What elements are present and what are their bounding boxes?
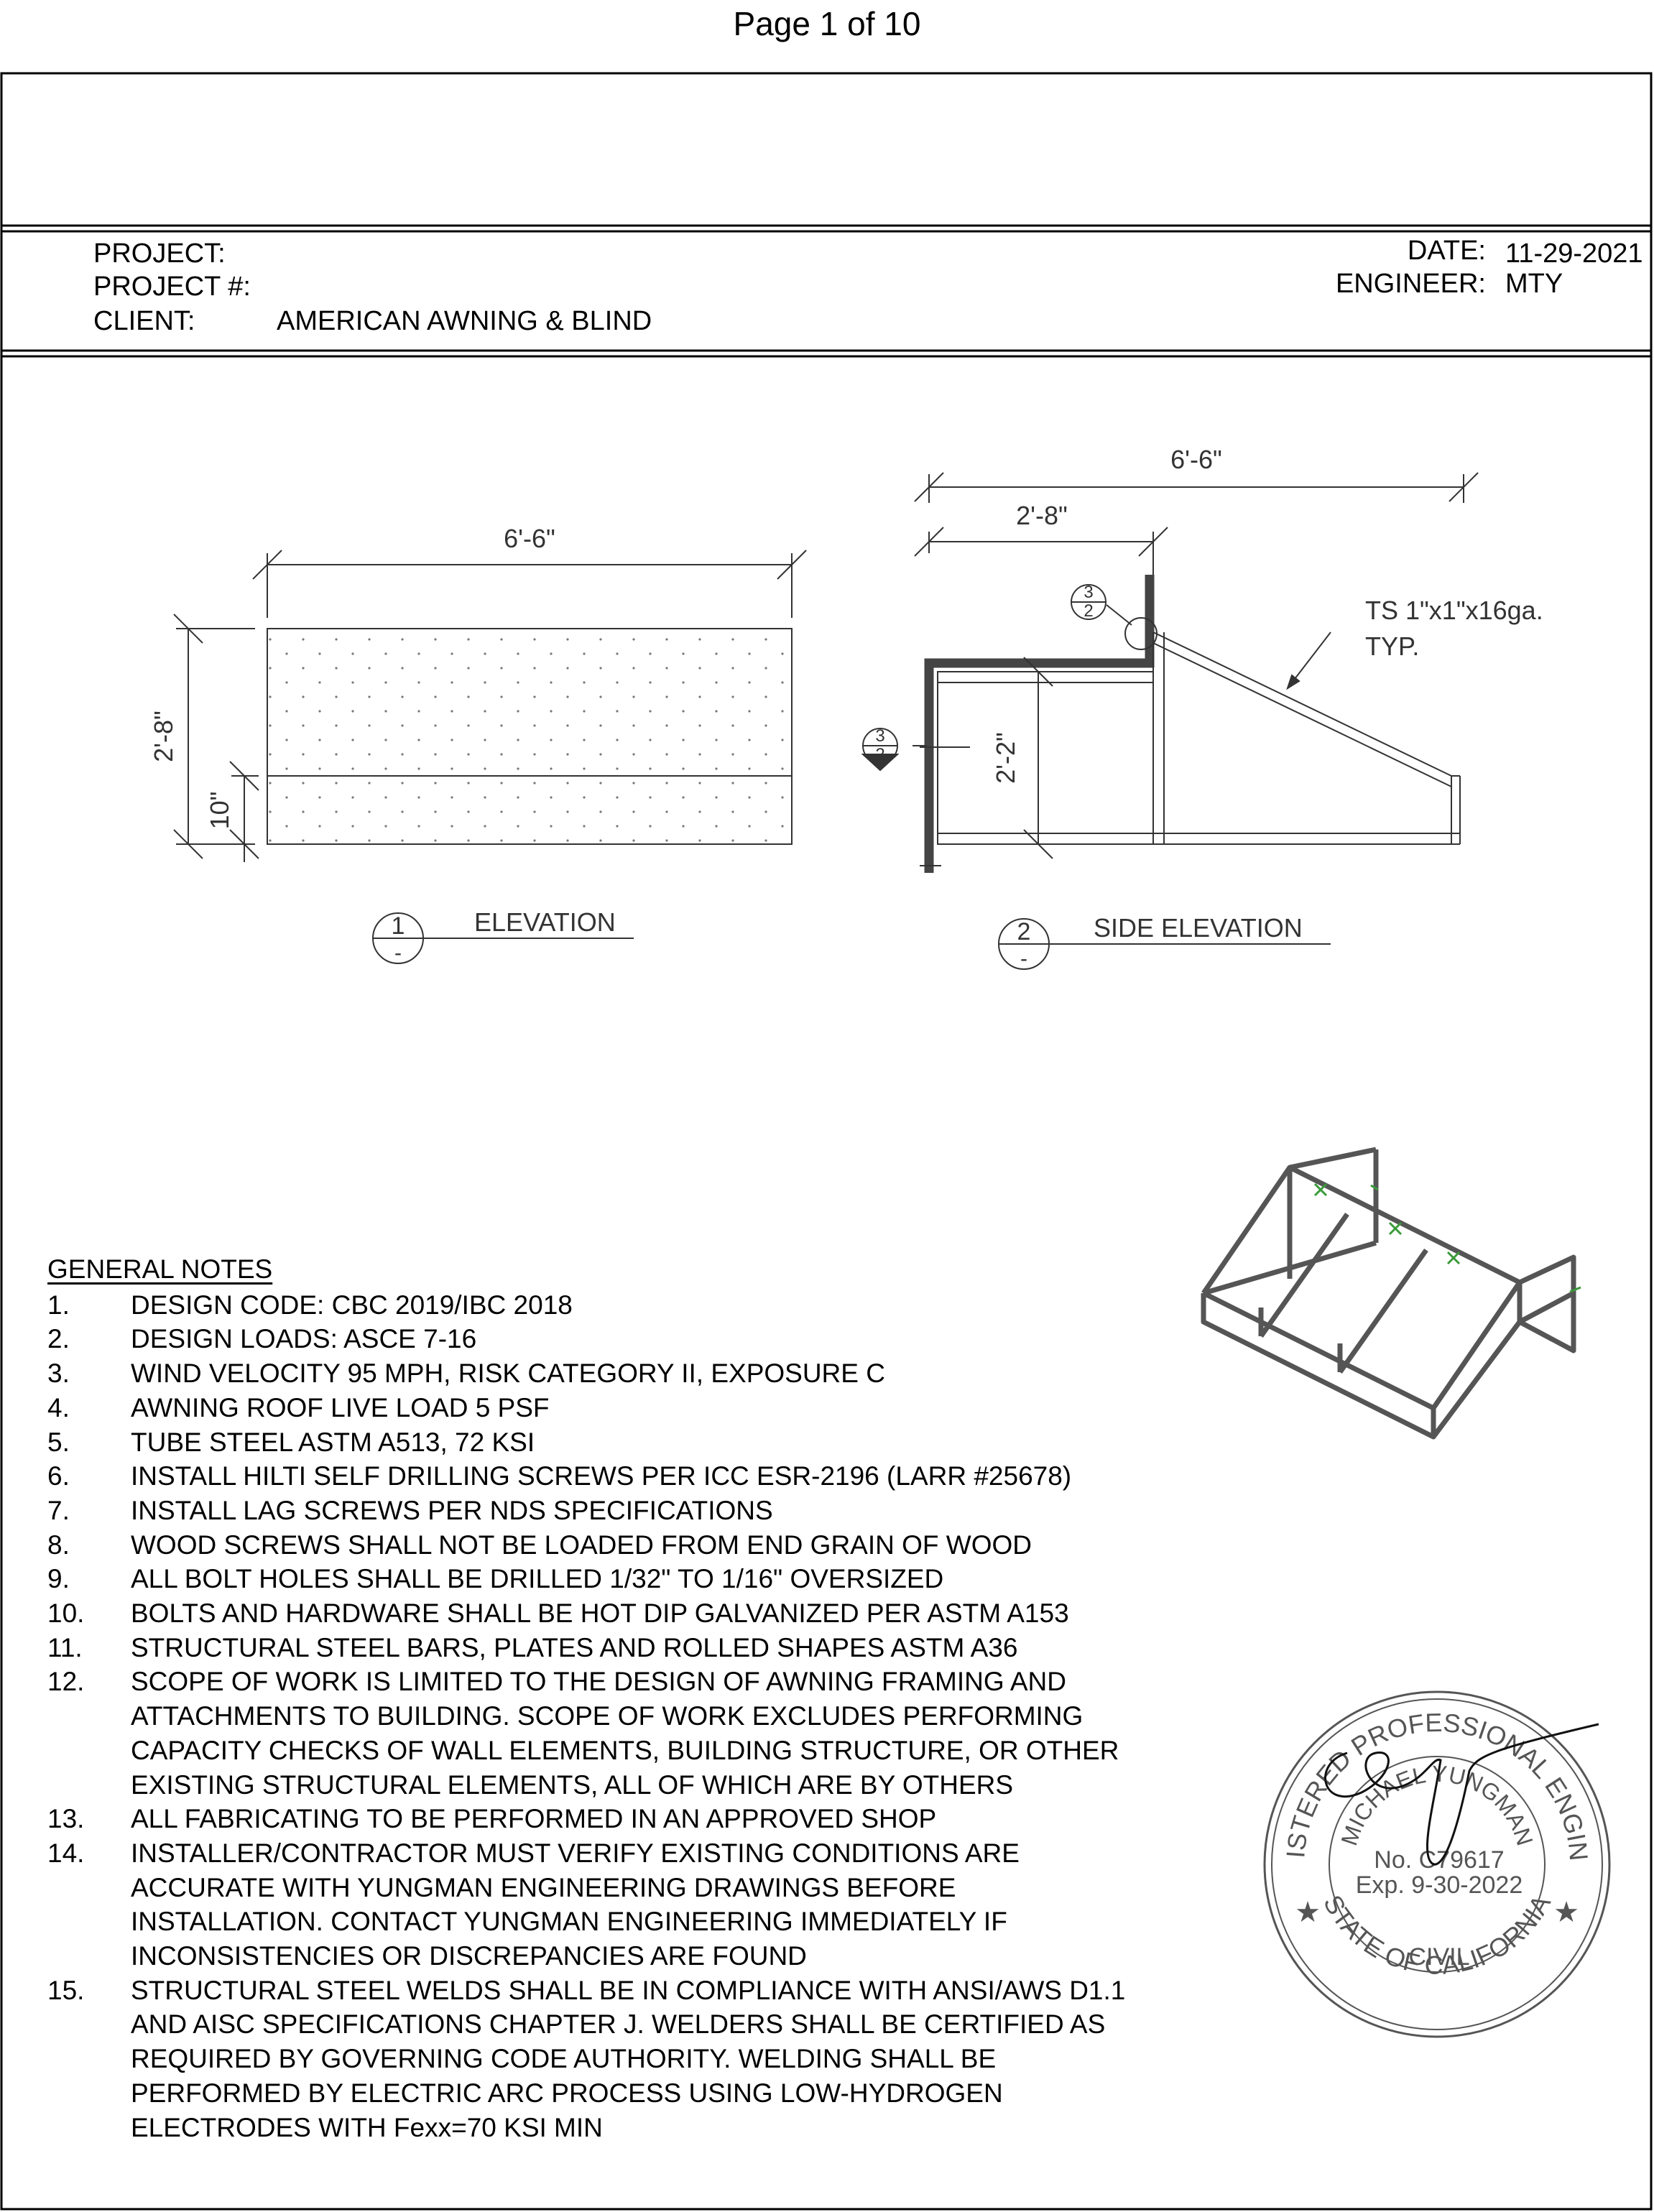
general-note-number: 10. [47,1598,85,1628]
engineer-seal: REGISTERED PROFESSIONAL ENGINEER STATE O… [1254,1685,1611,2038]
date-value: 11-29-2021 [1505,239,1643,269]
seal-star-right-icon: ★ [1553,1897,1579,1928]
side-elevation-title: SIDE ELEVATION [1094,913,1303,943]
general-note-text: ALL BOLT HOLES SHALL BE DRILLED 1/32" TO… [131,1564,944,1594]
elevation-drawings: 6'-6" 2'-8" 10" 1 - ELEVATION [149,445,1543,971]
general-note-text: ALL FABRICATING TO BE PERFORMED IN AN AP… [131,1804,937,1834]
side-overall-dim: 6'-6" [1170,445,1222,474]
elevation-height-dim: 2'-8" [149,711,178,762]
general-note-number: 11. [47,1632,83,1662]
general-note-text: BOLTS AND HARDWARE SHALL BE HOT DIP GALV… [131,1598,1069,1628]
project-number-label: PROJECT #: [93,272,251,302]
seal-expiration: Exp. 9-30-2022 [1356,1871,1523,1899]
general-note-number: 5. [47,1427,70,1457]
weld-symbol-top-number: 3 [1084,583,1093,602]
general-note-number: 4. [47,1392,70,1422]
general-note-number: 1. [47,1290,70,1320]
general-note-text: INSTALL LAG SCREWS PER NDS SPECIFICATION… [131,1495,773,1525]
seal-star-left-icon: ★ [1295,1897,1321,1928]
general-note-text: INSTALLATION. CONTACT YUNGMAN ENGINEERIN… [131,1907,1007,1937]
weld-symbol-side-size: 2 [875,745,884,764]
general-note-number: 3. [47,1359,70,1389]
seal-engineer-name: MICHAEL YUNGMAN [1336,1761,1538,1848]
general-note-text: ATTACHMENTS TO BUILDING. SCOPE OF WORK E… [131,1701,1084,1731]
client-label: CLIENT: [93,306,195,336]
general-note-text: INSTALLER/CONTRACTOR MUST VERIFY EXISTIN… [131,1838,1020,1868]
member-note-line1: TS 1"x1"x16ga. [1365,596,1543,625]
engineer-value: MTY [1505,269,1563,299]
general-note-text: DESIGN CODE: CBC 2019/IBC 2018 [131,1290,573,1320]
general-note-text: REQUIRED BY GOVERNING CODE AUTHORITY. WE… [131,2044,997,2074]
general-note-text: DESIGN LOADS: ASCE 7-16 [131,1324,477,1354]
elevation-callout-number: 1 [392,912,405,940]
general-note-number: 2. [47,1324,70,1354]
general-note-text: AND AISC SPECIFICATIONS CHAPTER J. WELDE… [131,2009,1106,2040]
weld-symbol-side-number: 3 [875,726,884,746]
general-note-text: INSTALL HILTI SELF DRILLING SCREWS PER I… [131,1461,1072,1491]
page-label: Page 1 of 10 [733,5,921,42]
general-notes-title: GENERAL NOTES [47,1254,273,1284]
elevation-view [173,550,807,862]
elevation-valance-dim: 10" [205,792,234,830]
elevation-width-dim: 6'-6" [504,524,555,553]
seal-license: No. C79617 [1374,1846,1504,1874]
side-projection-dim: 2'-8" [1016,501,1068,530]
general-note-number: 8. [47,1530,70,1560]
elevation-callout [372,912,634,964]
general-note-text: PERFORMED BY ELECTRIC ARC PROCESS USING … [131,2078,1003,2108]
date-label: DATE: [1407,236,1486,266]
general-note-text: WOOD SCREWS SHALL NOT BE LOADED FROM END… [131,1530,1032,1560]
general-note-text: STRUCTURAL STEEL WELDS SHALL BE IN COMPL… [131,1975,1126,2005]
elevation-callout-sheet: - [394,941,402,965]
general-note-text: INCONSISTENCIES OR DISCREPANCIES ARE FOU… [131,1941,807,1971]
side-elevation-view [861,472,1479,873]
general-note-text: ELECTRODES WITH Fexx=70 KSI MIN [131,2112,603,2142]
general-note-number: 9. [47,1564,70,1594]
engineer-label: ENGINEER: [1335,269,1486,299]
seal-discipline: CIVIL [1408,1943,1469,1971]
side-elevation-callout-sheet: - [1020,947,1027,971]
side-height-dim: 2'-2" [991,732,1020,784]
general-note-text: ACCURATE WITH YUNGMAN ENGINEERING DRAWIN… [131,1872,956,1902]
client-value: AMERICAN AWNING & BLIND [277,306,652,336]
general-note-text: SCOPE OF WORK IS LIMITED TO THE DESIGN O… [131,1667,1066,1697]
project-label: PROJECT: [93,239,226,269]
side-elevation-callout-number: 2 [1017,918,1031,945]
elevation-title: ELEVATION [474,907,616,937]
general-note-text: STRUCTURAL STEEL BARS, PLATES AND ROLLED… [131,1632,1018,1662]
member-note-line2: TYP. [1365,631,1419,661]
general-note-number: 14. [47,1838,85,1868]
general-note-text: EXISTING STRUCTURAL ELEMENTS, ALL OF WHI… [131,1769,1014,1800]
general-note-text: TUBE STEEL ASTM A513, 72 KSI [131,1427,535,1457]
signature-mark [1324,1723,1599,1866]
general-note-text: AWNING ROOF LIVE LOAD 5 PSF [131,1392,550,1422]
isometric-frame-view [1201,1147,1581,1440]
general-note-number: 6. [47,1461,70,1491]
general-note-number: 7. [47,1495,70,1525]
general-note-text: WIND VELOCITY 95 MPH, RISK CATEGORY II, … [131,1359,885,1389]
general-note-number: 12. [47,1667,85,1697]
side-elevation-callout [998,918,1331,970]
general-note-number: 13. [47,1804,85,1834]
weld-symbol-top-size: 2 [1084,601,1093,621]
general-note-text: CAPACITY CHECKS OF WALL ELEMENTS, BUILDI… [131,1735,1119,1765]
general-note-number: 15. [47,1975,85,2005]
